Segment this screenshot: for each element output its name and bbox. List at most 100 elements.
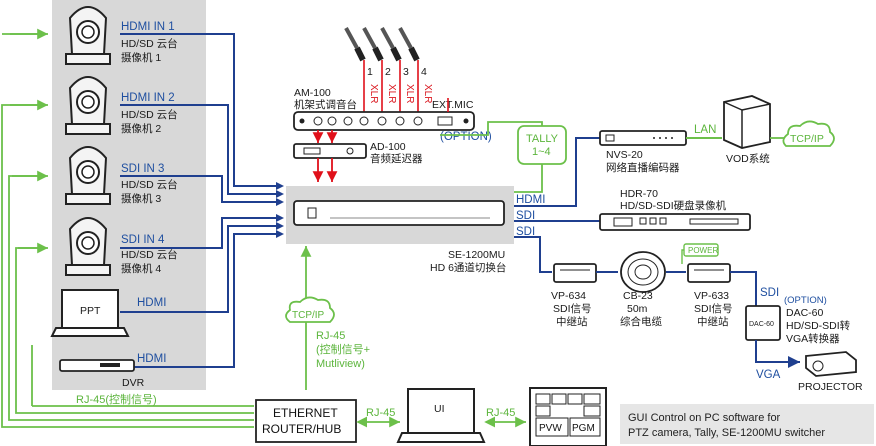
mic-number-2: 2 — [385, 66, 391, 78]
microphone-icon — [400, 28, 417, 60]
dvr-label: DVR — [122, 377, 145, 389]
source-2-port: HDMI IN 2 — [121, 92, 175, 104]
mic-number-1: 1 — [367, 66, 373, 78]
ui-label: UI — [434, 403, 445, 415]
router-line2: ROUTER/HUB — [262, 422, 341, 436]
dac-model: DAC-60 — [786, 307, 824, 319]
ptz-camera-icon — [65, 217, 111, 276]
mixer-name: 机架式调音台 — [294, 98, 357, 111]
rj45-control-label: RJ-45(控制信号) — [76, 392, 157, 406]
vga-label: VGA — [756, 369, 781, 381]
chain-line-3 — [730, 271, 757, 306]
encoder-name: 网络直播编码器 — [606, 161, 680, 174]
rj45-label-switcher: RJ-45 — [316, 330, 345, 342]
audio-lines — [312, 130, 338, 182]
tcpip-cloud-right — [782, 120, 835, 147]
microphone-icon — [382, 28, 399, 60]
video-lines — [120, 33, 276, 368]
rep1-line2: 中继站 — [556, 315, 588, 328]
note-box — [620, 404, 874, 444]
mic-number-3: 3 — [403, 66, 409, 78]
rep2-line1: SDI信号 — [694, 303, 733, 315]
router-line1: ETHERNET — [273, 406, 338, 420]
dac-option: (OPTION) — [784, 295, 827, 306]
ext-mic-label: EXT.MIC — [432, 99, 474, 111]
source-2-name: 摄像机 2 — [121, 122, 161, 135]
xlr-label-3: XLR — [404, 84, 415, 103]
lan-label: LAN — [694, 124, 716, 136]
router-hub-box — [255, 399, 357, 443]
stream-encoder-icon — [599, 130, 687, 146]
dac-line2: VGA转换器 — [786, 332, 840, 345]
cable-name: 综合电缆 — [620, 315, 662, 328]
vga-line — [755, 340, 800, 368]
mic-number-4: 4 — [421, 66, 427, 78]
chain-sdi-label: SDI — [760, 287, 779, 299]
source-3-name: 摄像机 3 — [121, 192, 161, 205]
source-2-device: HD/SD 云台 — [121, 108, 178, 121]
audio-mixer-icon — [293, 111, 475, 131]
switcher-name: HD 6通道切换台 — [430, 261, 506, 274]
rep1-line1: SDI信号 — [553, 303, 592, 315]
note-line2: PTZ camera, Tally, SE-1200MU switcher — [628, 427, 825, 439]
mic-cables — [363, 60, 419, 112]
projector-label: PROJECTOR — [798, 381, 863, 393]
switcher-model: SE-1200MU — [448, 249, 505, 261]
sdi-out-label-2: SDI — [516, 226, 535, 238]
pvw-label: PVW — [539, 423, 562, 434]
ptz-camera-icon — [65, 6, 111, 65]
tally-box — [517, 125, 567, 165]
source-1-name: 摄像机 1 — [121, 51, 161, 64]
encoder-model: NVS-20 — [606, 149, 643, 161]
tcpip-cloud-left — [285, 296, 335, 323]
cable-reel-icon — [620, 251, 666, 293]
mixer-model: AM-100 — [294, 87, 331, 99]
sdi-repeater-2-icon — [687, 263, 731, 283]
dac-converter-icon — [745, 305, 781, 341]
rj45-left-label: RJ-45 — [366, 407, 395, 419]
delay-name: 音频延迟器 — [370, 152, 423, 165]
sdi-out-label-1: SDI — [516, 210, 535, 222]
vod-label: VOD系统 — [726, 152, 770, 165]
source-5-port: HDMI — [137, 297, 166, 309]
control-line2: Mutliview) — [316, 358, 365, 370]
source-4-name: 摄像机 4 — [121, 262, 161, 275]
rep1-model: VP-634 — [551, 290, 586, 302]
rj45-right-label: RJ-45 — [486, 407, 515, 419]
xlr-label-1: XLR — [368, 84, 379, 103]
mixer-option: (OPTION) — [440, 131, 492, 143]
power-label: POWER — [688, 246, 718, 255]
dac-line1: HD/SD-SDI转 — [786, 319, 851, 332]
cable-length: 50m — [627, 303, 648, 315]
ptz-camera-icon — [65, 146, 111, 205]
video-arrowheads — [276, 182, 284, 238]
dac-box-text: DAC-60 — [749, 321, 774, 328]
source-4-device: HD/SD 云台 — [121, 248, 178, 261]
tcpip-label-right: TCP/IP — [790, 133, 824, 145]
switcher-icon — [293, 200, 505, 226]
cable-model: CB-23 — [623, 290, 653, 302]
ptz-camera-icon — [65, 76, 111, 135]
tally-line — [440, 121, 543, 136]
audio-delay-icon — [293, 143, 367, 159]
rep2-line2: 中继站 — [697, 315, 729, 328]
delay-model: AD-100 — [370, 141, 406, 153]
output-lines — [514, 137, 600, 273]
recorder-icon — [599, 213, 751, 231]
sdi-repeater-1-icon — [553, 263, 597, 283]
source-1-port: HDMI IN 1 — [121, 21, 175, 33]
source-6-port: HDMI — [137, 353, 166, 365]
pgm-label: PGM — [572, 423, 595, 434]
tcpip-label-left: TCP/IP — [292, 310, 325, 321]
rep2-model: VP-633 — [694, 290, 729, 302]
ui-laptop-icon — [396, 388, 486, 443]
tally-label: TALLY — [526, 133, 559, 145]
microphone-icon — [346, 28, 363, 60]
ppt-screen-label: PPT — [80, 305, 101, 317]
control-line1: (控制信号+ — [316, 342, 370, 356]
tally-line-down — [514, 164, 543, 193]
source-1-device: HD/SD 云台 — [121, 37, 178, 50]
tally-range: 1~4 — [532, 146, 551, 158]
xlr-label-2: XLR — [386, 84, 397, 103]
